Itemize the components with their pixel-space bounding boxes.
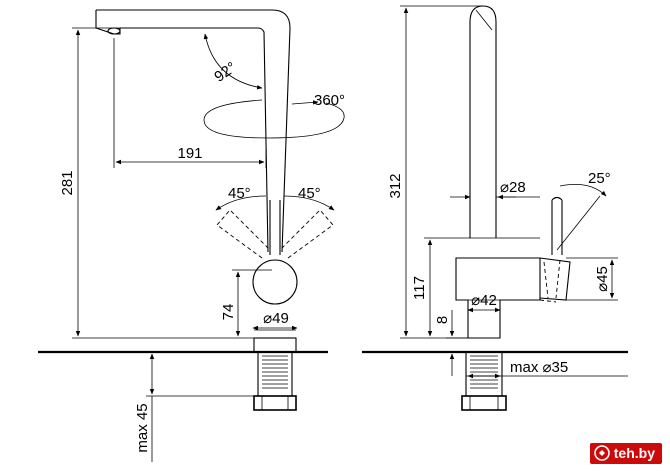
left-view: 281 191 92° 360° 45° 45° 74 ⌀49 max 45 xyxy=(38,9,345,462)
left-spout-aerator xyxy=(107,27,121,35)
right-base-diameter-label: ⌀42 xyxy=(471,292,497,309)
left-body-height-label: 74 xyxy=(220,304,237,321)
right-handle-body xyxy=(539,257,571,301)
right-spout-diameter-label: ⌀28 xyxy=(500,179,526,196)
right-hole-label: max ⌀35 xyxy=(510,359,568,376)
left-height-label: 281 xyxy=(59,170,76,195)
left-spout-angle-arc xyxy=(203,33,263,90)
left-rotation-label: 360° xyxy=(314,92,345,109)
left-spout-angle-label: 92° xyxy=(211,59,239,86)
right-handle-tilt xyxy=(539,259,561,303)
left-faucet-body xyxy=(252,259,298,305)
right-mounting-nut xyxy=(461,395,507,411)
teh-logo-icon xyxy=(593,445,610,461)
left-handle-angle-right-label: 45° xyxy=(298,185,321,202)
left-mounting-nut xyxy=(253,395,297,411)
left-faucet-base xyxy=(253,337,297,353)
right-spout-outline xyxy=(469,5,497,238)
left-handle-tilt-right xyxy=(281,209,334,259)
right-base-height-label: 8 xyxy=(434,316,451,324)
right-faucet-body xyxy=(455,257,541,339)
left-handle-tilt-left xyxy=(216,209,269,259)
right-threaded-shank xyxy=(465,351,503,397)
right-view: 312 ⌀28 25° 117 ⌀42 8 ⌀45 max ⌀35 xyxy=(362,5,628,411)
left-thread-lines xyxy=(262,355,288,389)
right-handle-angle-arc xyxy=(559,183,607,197)
left-reach-label: 191 xyxy=(177,145,202,162)
right-handle xyxy=(551,196,563,255)
left-body-diameter-label: ⌀49 xyxy=(263,310,289,327)
right-handle-diameter-label: ⌀45 xyxy=(594,266,611,292)
left-handle-angle-arc-left xyxy=(215,195,267,211)
left-threaded-shank xyxy=(257,351,293,397)
right-handle-angle-label: 25° xyxy=(588,170,611,187)
left-rotation-ellipse xyxy=(203,99,345,139)
watermark-badge: teh.by xyxy=(589,443,662,464)
right-height-label: 312 xyxy=(387,173,404,198)
left-counter-label: max 45 xyxy=(134,403,151,452)
left-handle-angle-left-label: 45° xyxy=(228,185,251,202)
right-thread-lines xyxy=(470,355,498,389)
left-spout-outline xyxy=(95,9,291,253)
left-handle-angle-arc-right xyxy=(283,195,335,211)
right-body-height-label: 117 xyxy=(411,276,428,300)
watermark-text: teh.by xyxy=(613,445,655,461)
